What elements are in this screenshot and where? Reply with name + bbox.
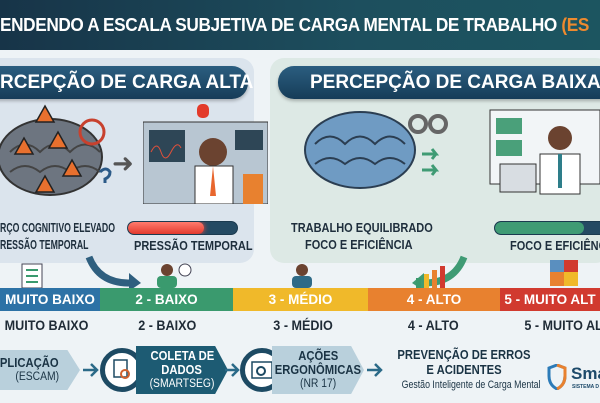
- step-title: ERGONÔMICAS: [274, 363, 362, 377]
- step-sub: (NR 17): [299, 378, 337, 390]
- result-title: E ACIDENTES: [426, 363, 502, 377]
- pressure-bar-label: PRESSÃO TEMPORAL: [134, 239, 253, 253]
- flow-arrow-icon: [225, 363, 240, 377]
- step-title: DADOS: [161, 363, 203, 377]
- scale-segment-5: 5 - MUITO ALT: [500, 288, 600, 311]
- scale-segment-3: 3 - MÉDIO: [233, 288, 368, 311]
- scale-label-3: 3 - MÉDIO: [273, 317, 333, 333]
- neutral-person-icon: [292, 264, 312, 288]
- title-accent: (ES: [561, 14, 589, 35]
- title-text: ENDENDO A ESCALA SUBJETIVA DE CARGA MENT…: [0, 14, 562, 35]
- scale-segment-4: 4 - ALTO: [368, 288, 500, 311]
- scale-segment-1: MUITO BAIXO: [0, 288, 100, 311]
- focus-bar: [494, 221, 600, 235]
- rising-chart-icon: [416, 266, 445, 288]
- page-title: ENDENDO A ESCALA SUBJETIVA DE CARGA MENT…: [0, 14, 589, 36]
- result-subtitle: Gestão Inteligente de Carga Mental: [401, 379, 541, 391]
- brain-gears-icon: [304, 111, 448, 189]
- step-title: APLICAÇÃO: [0, 356, 59, 370]
- logo-tagline: SISTEMA D: [572, 384, 600, 390]
- result-title: PREVENÇÃO DE ERROS: [397, 348, 531, 362]
- flow-arrow-icon: [367, 363, 383, 377]
- scale-label-5: 5 - MUITO AL: [524, 317, 600, 333]
- step-sub: (SMARTSEG): [149, 378, 215, 390]
- low-load-title: PERCEPÇÃO DE CARGA BAIXA: [278, 66, 600, 99]
- arrow-right-icon: ➜: [112, 148, 134, 178]
- scale-segment-2: 2 - BAIXO: [100, 288, 233, 311]
- scale-label-2: 2 - BAIXO: [138, 317, 197, 333]
- relaxed-person-icon: [157, 263, 192, 288]
- step-application: APLICAÇÃO(ESCAM): [0, 350, 80, 390]
- step-sub: (ESCAM): [15, 371, 60, 383]
- scale-label-4: 4 - ALTO: [407, 317, 459, 333]
- high-load-title: PERCEPÇÃO DE CARGA ALTA: [0, 66, 253, 99]
- flow-arrow-icon: [83, 363, 99, 377]
- scale-label-1: MUITO BAIXO: [4, 317, 89, 333]
- focus-bar-label: FOCO E EFICIÊNC: [510, 239, 600, 253]
- prevention-result: PREVENÇÃO DE ERROS E ACIDENTES Gestão In…: [386, 348, 542, 393]
- high-load-caption-2: RESSÃO TEMPORAL: [0, 238, 89, 252]
- curved-arrow-left-icon: [85, 255, 141, 291]
- low-load-caption-2: FOCO E EFICIÊNCIA: [305, 238, 413, 252]
- low-load-caption-1: TRABALHO EQUILIBRADO: [291, 221, 433, 235]
- shield-logo-icon: [547, 364, 567, 390]
- step-title: COLETA DE: [150, 349, 214, 363]
- stressed-worker-icon: [143, 104, 268, 204]
- brain-warning-icon: [0, 104, 112, 196]
- puzzle-icon: [550, 260, 578, 286]
- step-title: AÇÕES: [297, 349, 338, 363]
- checklist-icon: [21, 263, 43, 288]
- high-load-caption-1: RÇO COGNITIVO ELEVADO: [0, 221, 116, 235]
- calm-worker-icon: [489, 109, 600, 195]
- header-banner: [0, 0, 600, 50]
- logo-name: Sma: [571, 364, 600, 383]
- pressure-bar: [127, 221, 238, 235]
